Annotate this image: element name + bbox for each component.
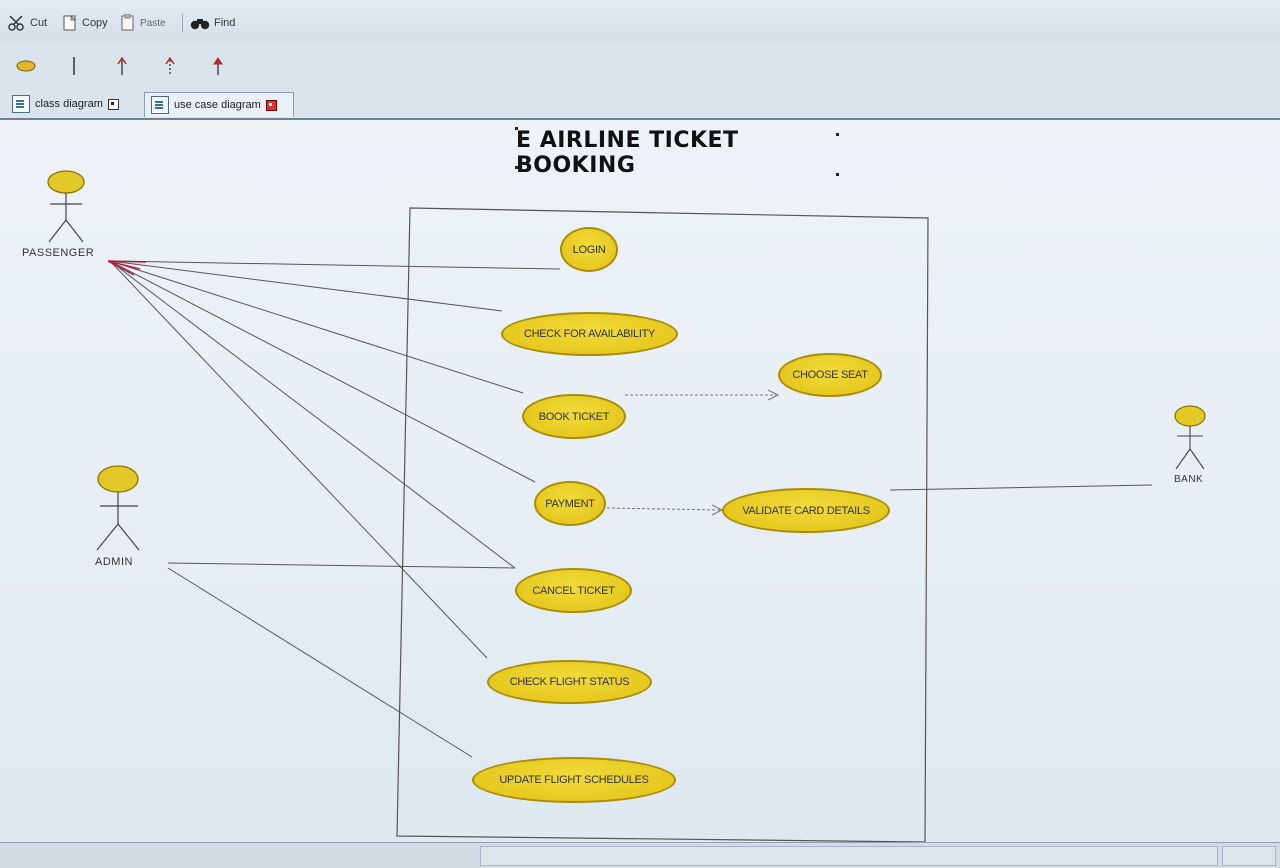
diagram-tabs: class diagram use case diagram — [0, 90, 1280, 120]
actor-admin-label: ADMIN — [95, 556, 133, 568]
stick-figure-icon — [1174, 405, 1206, 470]
usecase-cancel-ticket[interactable]: CANCEL TICKET — [515, 568, 632, 613]
arrow-tool-icon[interactable] — [112, 56, 132, 76]
binoculars-icon — [190, 19, 210, 30]
tab-use-case-diagram-label: use case diagram — [174, 99, 261, 111]
use-case-diagram-icon — [151, 96, 169, 114]
dashed-arrow-tool-icon[interactable] — [160, 56, 180, 76]
usecase-payment[interactable]: PAYMENT — [534, 481, 606, 526]
selection-handle[interactable] — [836, 173, 839, 176]
class-diagram-icon — [12, 95, 30, 113]
diagram-title: E AIRLINE TICKET BOOKING — [516, 128, 739, 178]
copy-button[interactable]: Copy — [62, 12, 108, 34]
actor-passenger-label: PASSENGER — [22, 247, 95, 259]
usecase-update-flight-schedules[interactable]: UPDATE FLIGHT SCHEDULES — [472, 757, 676, 803]
zoom-pane — [1222, 846, 1276, 866]
paste-label: Paste — [140, 17, 166, 29]
scissors-icon — [8, 15, 24, 31]
selection-handle[interactable] — [515, 127, 518, 130]
ellipse-tool-icon[interactable] — [16, 56, 36, 76]
cut-label: Cut — [30, 17, 48, 29]
find-button[interactable]: Find — [190, 12, 235, 34]
actor-bank[interactable] — [1172, 405, 1208, 471]
edit-toolbar: Cut Copy Paste Find — [0, 0, 1280, 43]
close-icon[interactable] — [107, 98, 119, 110]
usecase-check-availability[interactable]: CHECK FOR AVAILABILITY — [501, 312, 678, 356]
close-icon[interactable] — [265, 99, 277, 111]
find-label: Find — [214, 17, 236, 29]
tab-use-case-diagram[interactable]: use case diagram — [144, 92, 294, 117]
tab-class-diagram[interactable]: class diagram — [6, 92, 125, 116]
copy-label: Copy — [82, 17, 108, 29]
diagram-canvas[interactable] — [0, 120, 1280, 842]
paste-button[interactable]: Paste — [120, 12, 166, 34]
cut-button[interactable]: Cut — [8, 12, 47, 34]
status-message-pane — [480, 846, 1218, 866]
copy-icon — [63, 15, 76, 31]
diagram-title-box[interactable]: E AIRLINE TICKET BOOKING — [516, 128, 838, 178]
diagram-tools-toolbar — [0, 42, 1280, 91]
line-tool-icon[interactable] — [64, 56, 84, 76]
usecase-choose-seat[interactable]: CHOOSE SEAT — [778, 353, 882, 397]
stick-figure-icon — [96, 465, 140, 551]
actor-admin[interactable] — [94, 464, 142, 552]
tab-class-diagram-label: class diagram — [35, 98, 103, 110]
usecase-book-ticket[interactable]: BOOK TICKET — [522, 394, 626, 439]
usecase-check-flight-status[interactable]: CHECK FLIGHT STATUS — [487, 660, 652, 704]
usecase-validate-card[interactable]: VALIDATE CARD DETAILS — [722, 488, 890, 533]
usecase-login[interactable]: LOGIN — [560, 227, 618, 272]
selection-handle[interactable] — [836, 133, 839, 136]
status-bar — [0, 842, 1280, 868]
actor-bank-label: BANK — [1174, 474, 1204, 485]
paste-icon — [121, 14, 134, 31]
actor-passenger[interactable] — [44, 170, 88, 245]
selection-handle[interactable] — [515, 166, 518, 169]
toolbar-divider — [182, 14, 183, 32]
stick-figure-icon — [47, 170, 85, 243]
generalization-tool-icon[interactable] — [208, 56, 228, 76]
